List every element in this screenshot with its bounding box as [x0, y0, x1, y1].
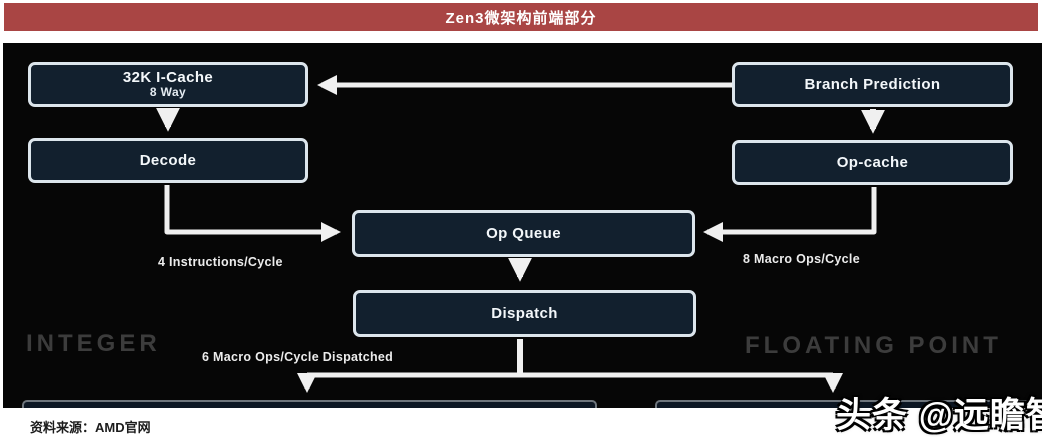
node-icache-sublabel: 8 Way	[149, 85, 187, 100]
node-branch-prediction-label: Branch Prediction	[804, 75, 941, 93]
node-dispatch: Dispatch	[353, 290, 696, 337]
node-decode: Decode	[28, 138, 308, 183]
flow-arrows	[156, 75, 885, 393]
node-integer-unit-cut	[22, 400, 597, 408]
zen3-frontend-diagram: 32K I-Cache 8 Way Branch Prediction Deco…	[3, 43, 1042, 408]
figure-title-bar: Zen3微架构前端部分	[4, 3, 1038, 31]
edge-label-8-macro-ops-per-cycle: 8 Macro Ops/Cycle	[743, 252, 860, 266]
node-dispatch-label: Dispatch	[491, 304, 558, 322]
node-branch-prediction: Branch Prediction	[732, 62, 1013, 107]
edge-label-6-macro-ops-dispatched: 6 Macro Ops/Cycle Dispatched	[202, 350, 394, 364]
node-icache: 32K I-Cache 8 Way	[28, 62, 308, 107]
section-label-floating-point: FLOATING POINT	[745, 332, 1002, 359]
node-op-queue-label: Op Queue	[486, 224, 561, 242]
node-floating-point-unit-cut	[655, 400, 1041, 408]
section-label-integer: INTEGER	[26, 330, 161, 357]
source-note-text: 资料来源：AMD官网	[30, 420, 151, 435]
node-decode-label: Decode	[139, 151, 197, 169]
edge-label-4-instructions-per-cycle: 4 Instructions/Cycle	[158, 255, 283, 269]
figure-title: Zen3微架构前端部分	[445, 9, 597, 27]
node-op-queue: Op Queue	[352, 210, 695, 257]
node-op-cache-label: Op-cache	[836, 153, 909, 171]
node-icache-label: 32K I-Cache	[122, 68, 214, 86]
node-op-cache: Op-cache	[732, 140, 1013, 185]
toutiao-watermark: 头条 @远瞻智库	[836, 396, 1042, 435]
source-note: 资料来源：AMD官网	[30, 417, 151, 436]
